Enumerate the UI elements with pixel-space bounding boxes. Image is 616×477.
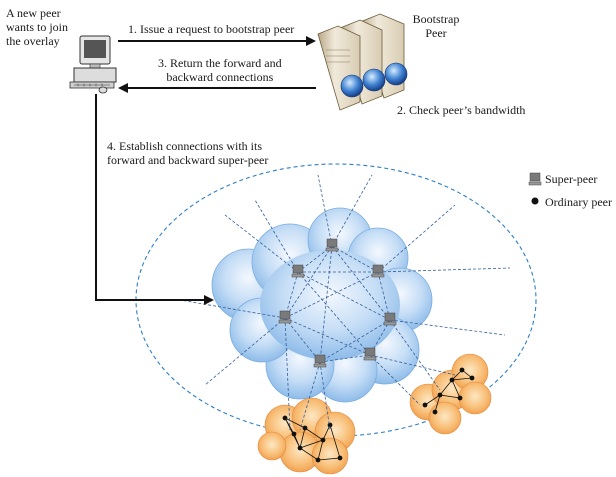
new-peer-label: A new peer wants to join the overlay: [6, 6, 68, 48]
step4-label-line1: 4. Establish connections with its: [107, 139, 262, 153]
bootstrap-peer-label: Bootstrap Peer: [404, 12, 468, 40]
establish-arrow: [95, 94, 214, 305]
overlay-links: [179, 174, 511, 431]
legend-super-peer-label: Super-peer: [545, 172, 598, 186]
bootstrap-label-line1: Bootstrap: [412, 12, 460, 26]
new-peer-label-line3: the overlay: [6, 34, 60, 48]
step2-label: 2. Check peer’s bandwidth: [397, 103, 526, 117]
server-rack-icon: [317, 13, 408, 111]
new-peer-label-line1: A new peer: [6, 6, 61, 20]
ordinary-peer-cluster-left: [257, 397, 356, 475]
legend-ordinary-peer-label: Ordinary peer: [545, 195, 612, 209]
legend-ordinary-peer-icon: [531, 197, 539, 205]
step4-label-line2: forward and backward super-peer: [107, 153, 269, 167]
super-peer-nodes: [278, 238, 397, 368]
arrows: [95, 36, 316, 305]
step1-label: 1. Issue a request to bootstrap peer: [128, 22, 295, 36]
new-peer-label-line2: wants to join: [6, 20, 68, 34]
step3-label-line1: 3. Return the forward and: [158, 56, 282, 70]
step3-label-line2: backward connections: [166, 70, 274, 84]
desktop-computer-icon: [69, 35, 117, 94]
step3-label: 3. Return the forward and backward conne…: [158, 56, 282, 84]
step4-label: 4. Establish connections with its forwar…: [107, 139, 268, 167]
legend-super-peer-icon: [528, 172, 542, 186]
ordinary-peer-cluster-right: [409, 353, 492, 435]
bootstrap-label-line2: Peer: [425, 26, 447, 40]
